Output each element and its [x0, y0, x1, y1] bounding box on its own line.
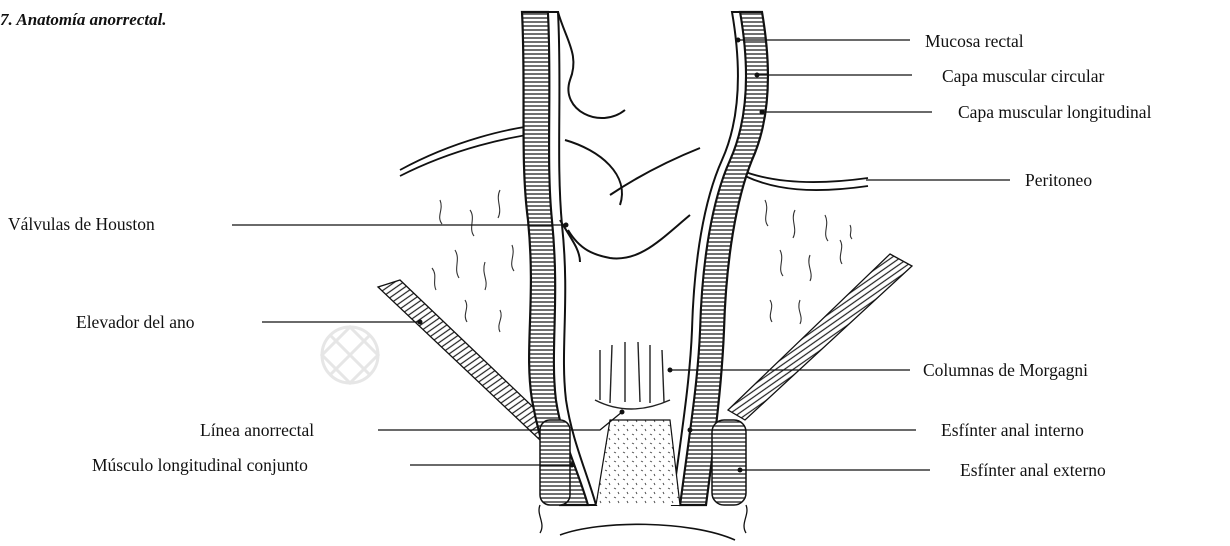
label-musculo-longitudinal: Músculo longitudinal conjunto — [92, 455, 308, 475]
label-elevador-ano: Elevador del ano — [76, 312, 195, 332]
levator-ani — [378, 254, 912, 440]
label-esfinter-externo: Esfínter anal externo — [960, 460, 1106, 480]
rectal-lumen — [558, 12, 700, 262]
label-columnas-morgagni: Columnas de Morgagni — [923, 360, 1088, 380]
label-valvulas-houston: Válvulas de Houston — [8, 214, 155, 234]
anal-canal — [539, 420, 747, 540]
leader-lines — [232, 40, 1010, 470]
watermark-logo — [322, 327, 378, 383]
perirectal-fat — [432, 190, 852, 332]
label-esfinter-interno: Esfínter anal interno — [941, 420, 1084, 440]
label-mucosa-rectal: Mucosa rectal — [925, 31, 1024, 51]
morgagni-columns — [595, 342, 670, 409]
label-capa-longitudinal: Capa muscular longitudinal — [958, 102, 1151, 122]
label-peritoneo: Peritoneo — [1025, 170, 1092, 190]
label-linea-anorrectal: Línea anorrectal — [200, 420, 314, 440]
label-capa-circular: Capa muscular circular — [942, 66, 1104, 86]
